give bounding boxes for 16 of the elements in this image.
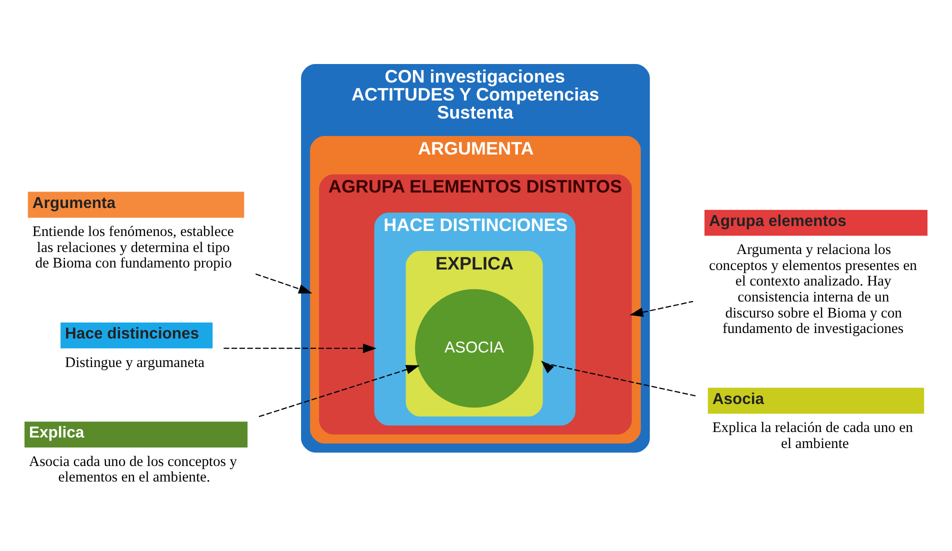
node-label: Argumenta y relaciona los conceptos y elementos presentes en el contexto analizado. Hay consistencia interna de un discurso sobre el Bioma y con fundamento de investigaciones [708, 242, 917, 337]
node-label: Entiende los fenómenos, establece las relaciones y determina el tipo de Bioma con fundamento propio [32, 224, 234, 272]
node-label: Asocia cada uno de los conceptos y elementos en el ambiente. [29, 453, 237, 486]
node-box: Argumenta [28, 191, 244, 218]
node-box: Hace distinciones [60, 322, 213, 348]
node-box: Explica [24, 421, 248, 447]
arrow [541, 360, 697, 396]
node-box: Agrupa elementos [704, 209, 928, 236]
arrow [258, 364, 420, 417]
node-box: Asocia [708, 387, 924, 414]
arrow [224, 343, 377, 353]
arrow [630, 300, 694, 316]
arrow [255, 272, 312, 293]
node-label: Distingue y argumaneta [65, 354, 205, 370]
node-circle: ASOCIA [415, 288, 534, 408]
node-label: Explica la relación de cada uno en el ambiente [712, 420, 913, 452]
